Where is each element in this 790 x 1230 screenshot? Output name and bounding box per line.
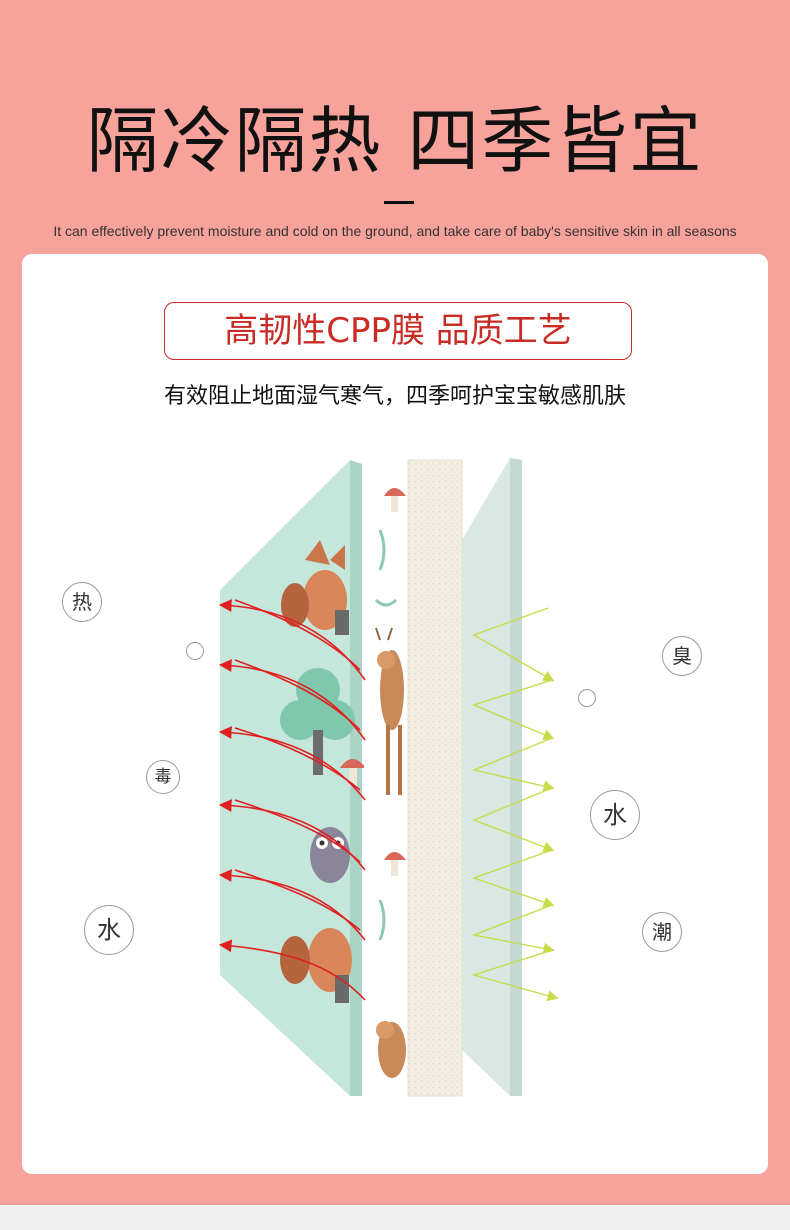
cpp-film-layer <box>364 460 408 1096</box>
foam-core-layer <box>407 459 463 1097</box>
mushroom-illustration-film <box>384 488 406 876</box>
bubble-dot <box>186 642 204 660</box>
fox-illustration <box>281 540 349 635</box>
leaf-illustration <box>374 529 398 941</box>
bubble-dot-right <box>578 689 596 707</box>
page-background: 隔冷隔热 四季皆宜 It can effectively prevent moi… <box>0 0 790 1205</box>
deer-illustration-bottom <box>376 1021 406 1078</box>
label-toxin: 毒 <box>146 760 180 794</box>
mat-layers-illustration <box>218 458 559 1097</box>
owl-illustration <box>310 827 350 883</box>
feature-description: 有效阻止地面湿气寒气，四季呵护宝宝敏感肌肤 <box>163 384 626 409</box>
fox-illustration-bottom <box>280 928 352 1003</box>
front-print-layer <box>220 460 366 1096</box>
label-water-right: 水 <box>590 790 640 840</box>
label-heat: 热 <box>62 582 102 622</box>
feature-badge: 高韧性CPP膜 品质工艺 <box>164 302 632 360</box>
red-block-arrows <box>218 599 366 1001</box>
back-base-layer <box>462 458 522 1096</box>
label-damp: 潮 <box>642 912 682 952</box>
label-water-left: 水 <box>84 905 134 955</box>
deer-illustration <box>375 627 404 795</box>
yellow-zigzag-arrows <box>471 607 559 1002</box>
page-title: 隔冷隔热 四季皆宜 <box>86 99 704 183</box>
label-odor: 臭 <box>662 636 702 676</box>
title-divider <box>384 201 414 204</box>
mushroom-illustration <box>340 759 366 786</box>
page-subtitle: It can effectively prevent moisture and … <box>53 223 737 239</box>
